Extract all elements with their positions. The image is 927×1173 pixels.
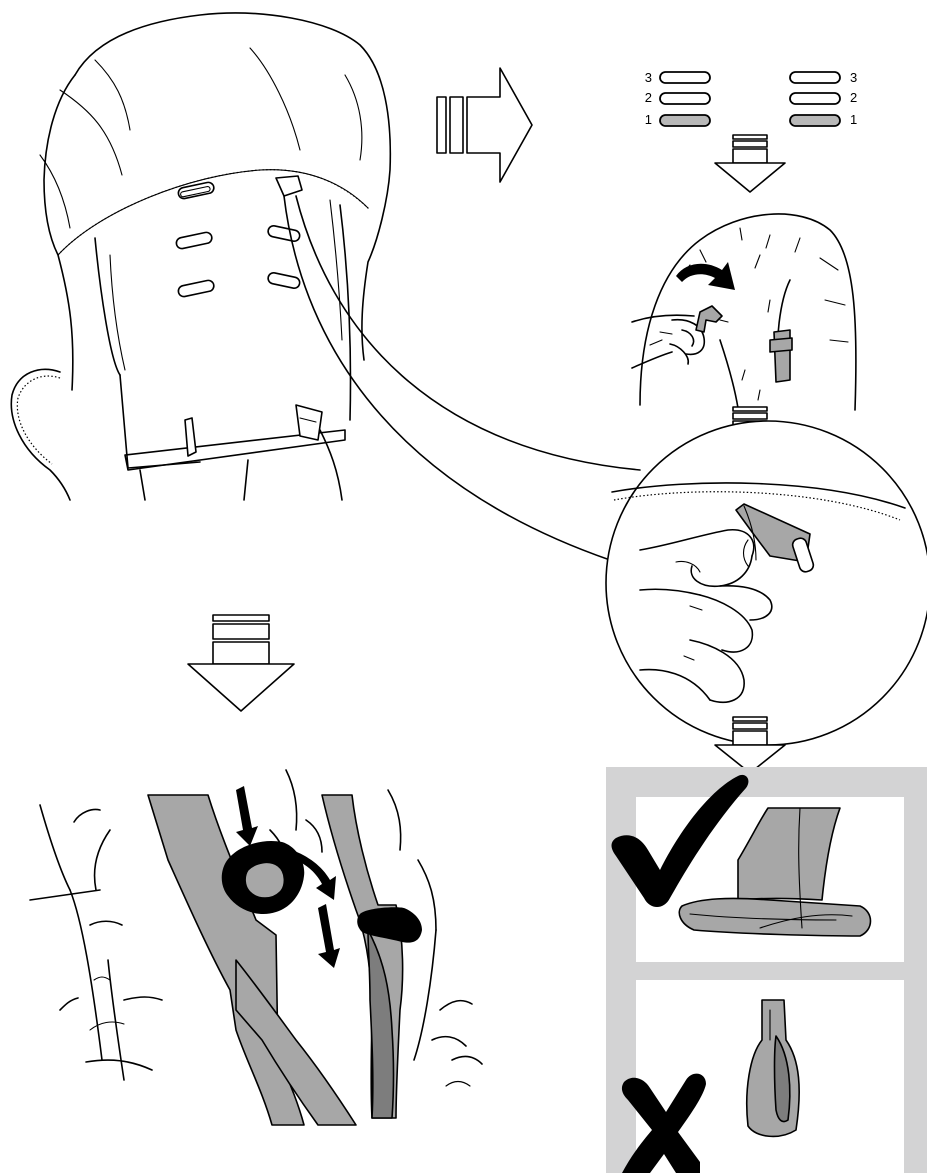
zoom-callout-lines bbox=[284, 196, 640, 560]
slot-label-left-1: 1 bbox=[645, 112, 652, 127]
chin-strap-buckle-view bbox=[30, 770, 482, 1125]
down-arrow-icon bbox=[188, 615, 294, 711]
slot-positions: 3 2 1 3 2 1 bbox=[645, 70, 857, 127]
slot-label-right-3: 3 bbox=[850, 70, 857, 85]
slot-label-left-2: 2 bbox=[645, 90, 652, 105]
down-arrow-icon bbox=[715, 135, 785, 192]
slot-label-right-2: 2 bbox=[850, 90, 857, 105]
right-arrow-icon bbox=[437, 68, 532, 182]
hood-back-view bbox=[11, 13, 390, 500]
slot-label-right-1: 1 bbox=[850, 112, 857, 127]
head-adjust-view bbox=[632, 214, 856, 410]
zoom-detail-circle bbox=[606, 421, 927, 745]
slot-label-left-3: 3 bbox=[645, 70, 652, 85]
